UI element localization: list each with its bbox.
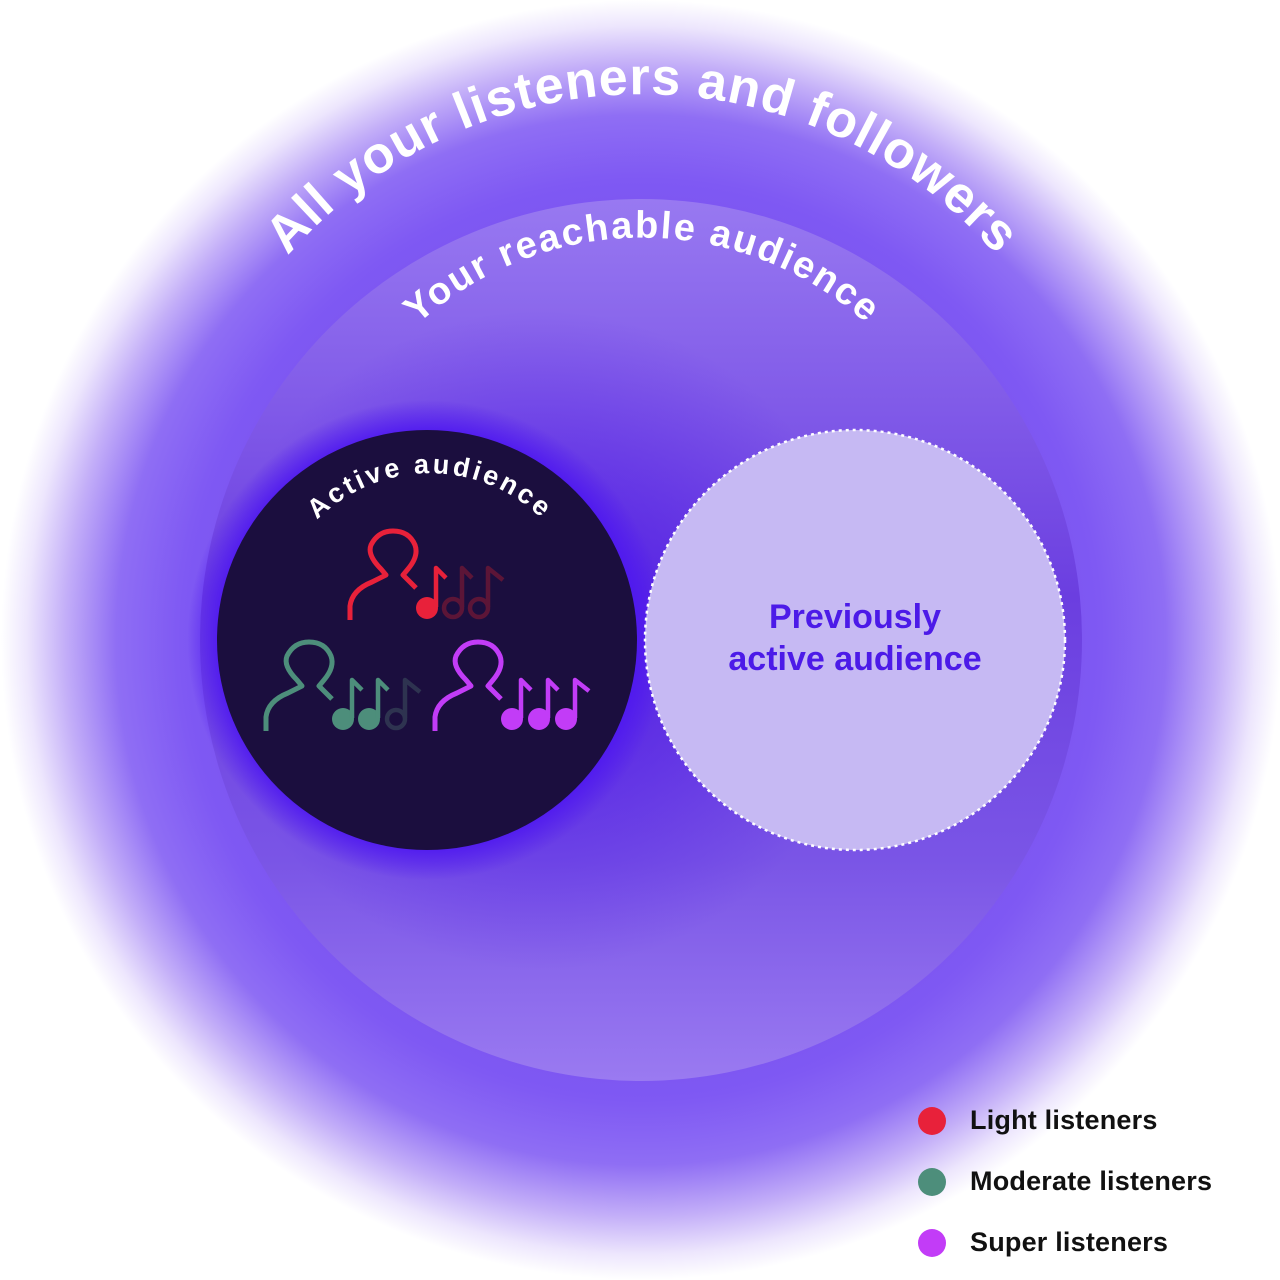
legend-label: Light listeners bbox=[970, 1105, 1158, 1135]
music-note-icon bbox=[501, 677, 533, 730]
music-note-icon bbox=[555, 677, 591, 730]
music-note-icon bbox=[358, 677, 390, 730]
legend-item-light: Light listeners bbox=[918, 1090, 1212, 1151]
music-note-icon bbox=[467, 565, 505, 620]
music-note-icon bbox=[416, 565, 448, 619]
previously-active-circle bbox=[643, 428, 1067, 852]
moderate-dot-icon bbox=[918, 1167, 946, 1196]
person-icon bbox=[263, 639, 335, 731]
light-dot-icon bbox=[918, 1106, 946, 1135]
music-note-icon bbox=[332, 677, 364, 730]
legend-item-moderate: Moderate listeners bbox=[918, 1151, 1212, 1212]
legend-item-super: Super listeners bbox=[918, 1212, 1212, 1273]
light-listener-group bbox=[347, 528, 505, 620]
music-note-icon bbox=[528, 677, 560, 730]
legend-label: Moderate listeners bbox=[970, 1166, 1213, 1196]
person-icon bbox=[347, 528, 419, 620]
previously-active-label: Previously active audience bbox=[645, 596, 1065, 680]
super-listener-group bbox=[432, 639, 591, 731]
super-dot-icon bbox=[918, 1228, 946, 1257]
person-icon bbox=[432, 639, 504, 731]
previously-active-label-line2: active audience bbox=[728, 640, 982, 678]
previously-active-label-line1: Previously bbox=[769, 598, 941, 636]
moderate-listener-group bbox=[263, 639, 422, 731]
music-note-icon bbox=[384, 677, 422, 731]
active-audience-circle bbox=[217, 430, 637, 850]
legend: Light listeners Moderate listeners Super… bbox=[918, 1090, 1212, 1273]
legend-label: Super listeners bbox=[970, 1227, 1169, 1257]
music-note-icon bbox=[441, 565, 474, 620]
